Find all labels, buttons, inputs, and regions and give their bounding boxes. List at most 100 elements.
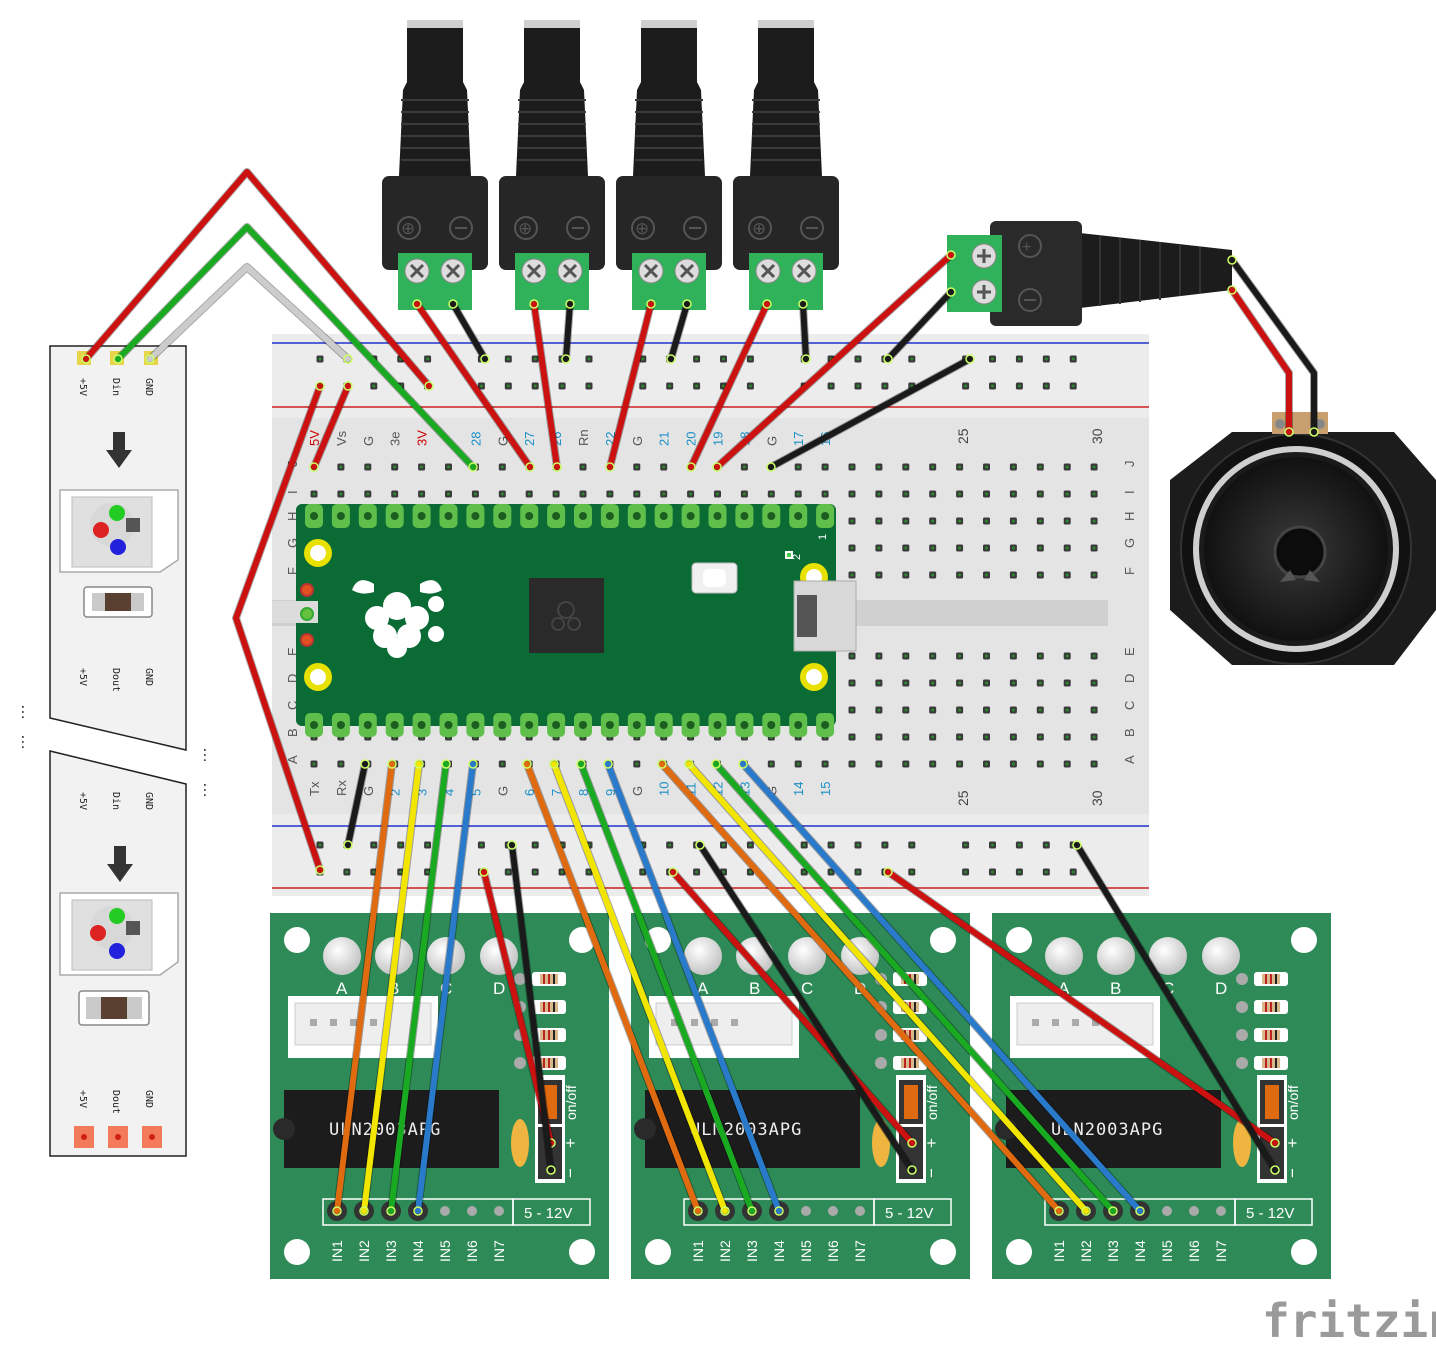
wire-end: [332, 1206, 342, 1216]
wire[interactable]: [1074, 842, 1278, 1173]
wire[interactable]: [415, 761, 476, 1214]
wire[interactable]: [509, 842, 554, 1173]
wire[interactable]: [83, 169, 432, 389]
wire[interactable]: [531, 301, 560, 470]
pin-label: 6: [522, 789, 537, 796]
row-letter: H: [1122, 512, 1137, 521]
input-label: IN1: [329, 1240, 345, 1262]
row-letter: C: [1122, 701, 1137, 710]
strip-pin-label: Din: [110, 792, 121, 810]
wire[interactable]: [885, 869, 1278, 1146]
wire[interactable]: [563, 301, 573, 362]
pin-label: Rx: [334, 780, 349, 796]
mount-hole: [304, 663, 332, 691]
wire[interactable]: [578, 761, 755, 1214]
jumper[interactable]: [1265, 1085, 1279, 1119]
plus-icon: ⊕: [518, 219, 532, 238]
led-label: D: [493, 979, 505, 998]
wire[interactable]: [686, 761, 1089, 1214]
pico-microcontroller: [529, 578, 604, 653]
wire[interactable]: [697, 842, 915, 1173]
wire[interactable]: [551, 761, 728, 1214]
row-letter: A: [285, 755, 300, 764]
wire-end: [666, 354, 676, 364]
plus-icon: ⊕: [401, 219, 415, 238]
wire[interactable]: [688, 301, 770, 470]
wire[interactable]: [800, 301, 809, 362]
wire[interactable]: [361, 761, 422, 1214]
jumper[interactable]: [904, 1085, 918, 1119]
row-letter: H: [285, 512, 300, 521]
voltage-label: 5 - 12V: [885, 1205, 933, 1222]
switch-label: on/off: [1285, 1085, 1301, 1120]
wire[interactable]: [388, 761, 449, 1214]
input-label: IN2: [1078, 1240, 1094, 1262]
wire[interactable]: [311, 383, 351, 470]
wire[interactable]: [670, 869, 915, 1146]
wire[interactable]: [233, 383, 323, 873]
pin-label: G: [361, 436, 376, 446]
wire-end: [907, 1138, 917, 1148]
column-marker-30: 30: [1089, 428, 1105, 444]
wire[interactable]: [450, 301, 488, 362]
arrow-down-icon: [106, 432, 132, 468]
wire[interactable]: [768, 356, 973, 470]
strip-pin-label: Din: [110, 378, 121, 396]
strip-pin-label: GND: [143, 668, 154, 686]
wire[interactable]: [713, 761, 1116, 1214]
mount-hole: [930, 927, 956, 953]
status-led: [1045, 937, 1083, 975]
wire[interactable]: [334, 761, 395, 1214]
dc-jack-group: ⊕⊕⊕⊕: [382, 20, 839, 310]
wire-end: [468, 759, 478, 769]
wire[interactable]: [414, 301, 533, 470]
row-letter: I: [285, 490, 300, 494]
wire[interactable]: [524, 761, 701, 1214]
wire[interactable]: [1229, 257, 1317, 435]
mount-hole: [569, 1239, 595, 1265]
strip-pin-label: +5V: [77, 378, 88, 396]
wire[interactable]: [668, 301, 690, 362]
input-label: IN1: [690, 1240, 706, 1262]
wire[interactable]: [740, 761, 1143, 1214]
wire-end: [801, 354, 811, 364]
row-letter: F: [285, 567, 300, 575]
wire[interactable]: [147, 264, 351, 362]
row-letter: F: [1122, 567, 1137, 575]
wire-end: [424, 381, 434, 391]
pin-label: G: [361, 786, 376, 796]
wire[interactable]: [885, 289, 954, 362]
row-letter: E: [1122, 647, 1137, 656]
wire[interactable]: [659, 761, 1062, 1214]
row-letter: E: [285, 647, 300, 656]
wire-end: [657, 759, 667, 769]
status-led: [684, 937, 722, 975]
pin-label: 7: [549, 789, 564, 796]
wire-end: [468, 462, 478, 472]
pin-label: 21: [657, 432, 672, 446]
arrow-down-icon: [107, 846, 133, 882]
mount-hole: [304, 539, 332, 567]
capacitor: [511, 1119, 529, 1167]
wire-end: [946, 250, 956, 260]
wire[interactable]: [607, 301, 654, 470]
wire[interactable]: [714, 252, 954, 470]
wire-end: [883, 867, 893, 877]
status-led: [1097, 937, 1135, 975]
row-letter: B: [285, 728, 300, 737]
wire[interactable]: [1229, 287, 1292, 435]
pin-label: 3V: [415, 430, 430, 446]
input-label: IN4: [410, 1240, 426, 1262]
wire-end: [441, 759, 451, 769]
wire[interactable]: [605, 761, 782, 1214]
wire-end: [686, 462, 696, 472]
led-label: B: [1110, 979, 1121, 998]
chip-label: ULN2003APG: [1051, 1120, 1163, 1140]
input-pin: [440, 1206, 450, 1216]
wire[interactable]: [115, 224, 476, 470]
wire[interactable]: [345, 761, 368, 848]
mount-hole: [1291, 927, 1317, 953]
wire-end: [529, 299, 539, 309]
